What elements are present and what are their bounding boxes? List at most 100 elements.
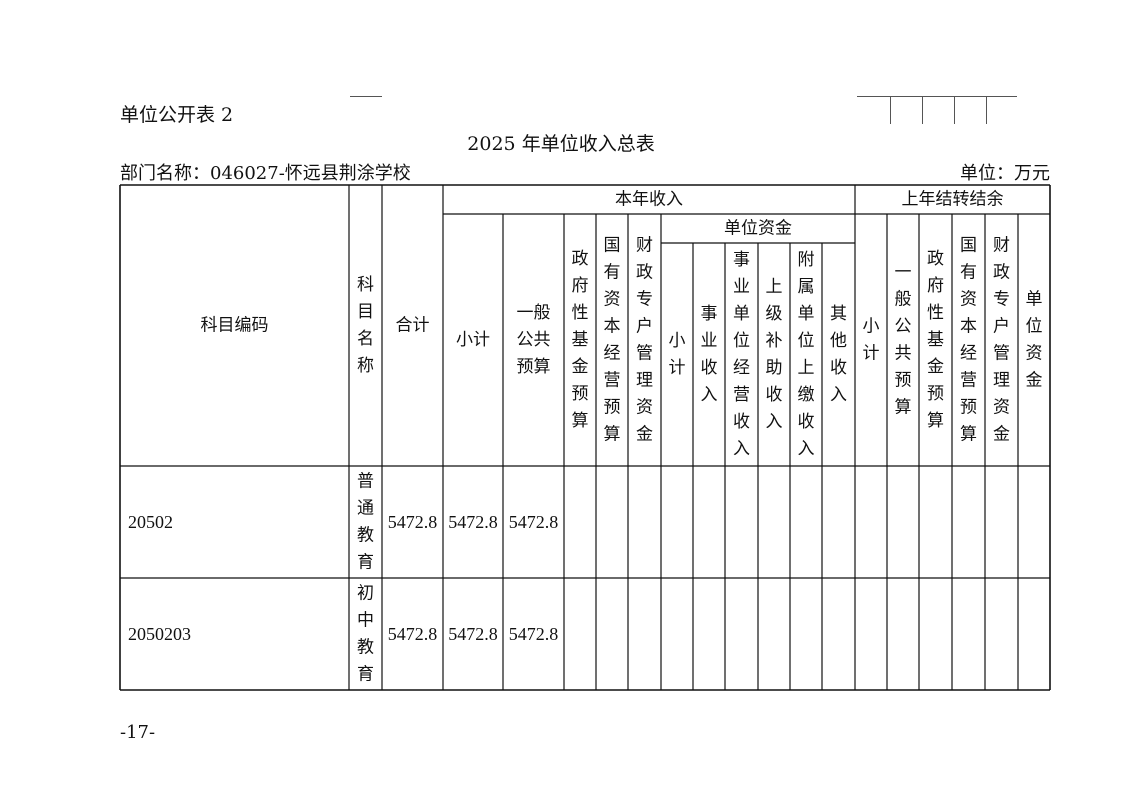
svg-text:营: 营 [604,371,621,391]
svg-text:经: 经 [733,358,750,378]
svg-text:一: 一 [895,263,912,283]
svg-text:理: 理 [993,371,1010,391]
svg-text:管: 管 [993,344,1010,364]
svg-text:普: 普 [357,472,374,492]
svg-text:资: 资 [604,290,621,310]
svg-text:教: 教 [357,526,374,546]
svg-text:政: 政 [636,263,653,283]
document-title: 2025 年单位收入总表 [467,133,655,155]
col-header-prior-subtotal: 小计 [863,317,880,364]
svg-text:收: 收 [766,385,783,405]
row-value-cell: 5472.8 [509,624,559,644]
svg-text:缴: 缴 [798,385,815,405]
svg-text:算: 算 [604,425,621,445]
svg-text:政: 政 [993,263,1010,283]
svg-text:补: 补 [766,331,783,351]
svg-text:金: 金 [927,357,944,377]
svg-text:金: 金 [1026,371,1043,391]
svg-text:附: 附 [798,250,815,270]
svg-text:金: 金 [993,425,1010,445]
svg-text:上: 上 [766,277,783,297]
col-header-unit-subtotal: 小计 [669,331,686,378]
svg-text:业: 业 [733,277,750,297]
department-name: 部门名称：046027-怀远县荆涂学校 [120,163,411,184]
svg-text:营: 营 [733,385,750,405]
svg-text:有: 有 [604,263,621,283]
svg-text:预: 预 [572,384,589,404]
svg-text:单: 单 [798,304,815,324]
svg-text:管: 管 [636,344,653,364]
svg-text:一般: 一般 [517,303,551,323]
svg-text:预: 预 [604,398,621,418]
svg-text:属: 属 [798,277,815,297]
svg-text:本: 本 [960,317,977,337]
col-header-total: 合计 [396,316,430,336]
svg-text:府: 府 [572,276,589,296]
row-value-cell: 5472.8 [388,624,438,644]
document-label: 单位公开表 2 [120,104,234,126]
svg-text:性: 性 [572,303,589,323]
svg-text:他: 他 [830,331,847,351]
svg-text:府: 府 [927,276,944,296]
col-header-prior-unit-funds: 单位资金 [1026,290,1043,391]
svg-text:助: 助 [766,358,783,378]
svg-text:公共: 公共 [517,330,551,350]
svg-text:经: 经 [960,344,977,364]
svg-text:预算: 预算 [517,357,551,377]
svg-text:营: 营 [960,371,977,391]
svg-text:基: 基 [927,330,944,350]
header-tick [986,96,987,124]
svg-text:收: 收 [798,412,815,432]
svg-text:户: 户 [636,317,653,337]
svg-text:户: 户 [993,317,1010,337]
header-tick [922,96,923,124]
svg-text:上: 上 [798,358,815,378]
svg-text:单: 单 [1026,290,1043,310]
svg-text:位: 位 [1026,317,1043,337]
col-header-subtotal: 小计 [456,330,490,350]
svg-text:级: 级 [766,304,783,324]
header-tick [954,96,955,124]
svg-text:育: 育 [357,665,374,685]
svg-text:基: 基 [572,330,589,350]
svg-text:资: 资 [1026,344,1043,364]
svg-text:预: 预 [895,371,912,391]
row-subject-code: 2050203 [128,624,191,644]
svg-text:目: 目 [357,302,374,322]
svg-text:有: 有 [960,263,977,283]
svg-text:理: 理 [636,371,653,391]
svg-text:其: 其 [830,304,847,324]
svg-text:财: 财 [993,236,1010,256]
svg-text:入: 入 [766,412,783,432]
unit-label: 单位：万元 [960,163,1050,184]
row-value-cell: 5472.8 [388,512,438,532]
svg-text:小: 小 [863,317,880,337]
svg-text:专: 专 [993,290,1010,310]
svg-text:位: 位 [733,331,750,351]
svg-text:资: 资 [993,398,1010,418]
svg-text:事: 事 [701,304,718,324]
svg-text:通: 通 [357,499,374,519]
svg-text:般: 般 [895,290,912,310]
svg-text:业: 业 [701,331,718,351]
svg-text:单: 单 [733,304,750,324]
row-subject-code: 20502 [128,512,173,532]
svg-text:育: 育 [357,553,374,573]
svg-text:入: 入 [733,439,750,459]
svg-text:名: 名 [357,329,374,349]
svg-text:入: 入 [798,439,815,459]
svg-text:国: 国 [960,236,977,256]
svg-text:事: 事 [733,250,750,270]
svg-text:科: 科 [357,275,374,295]
svg-text:位: 位 [798,331,815,351]
